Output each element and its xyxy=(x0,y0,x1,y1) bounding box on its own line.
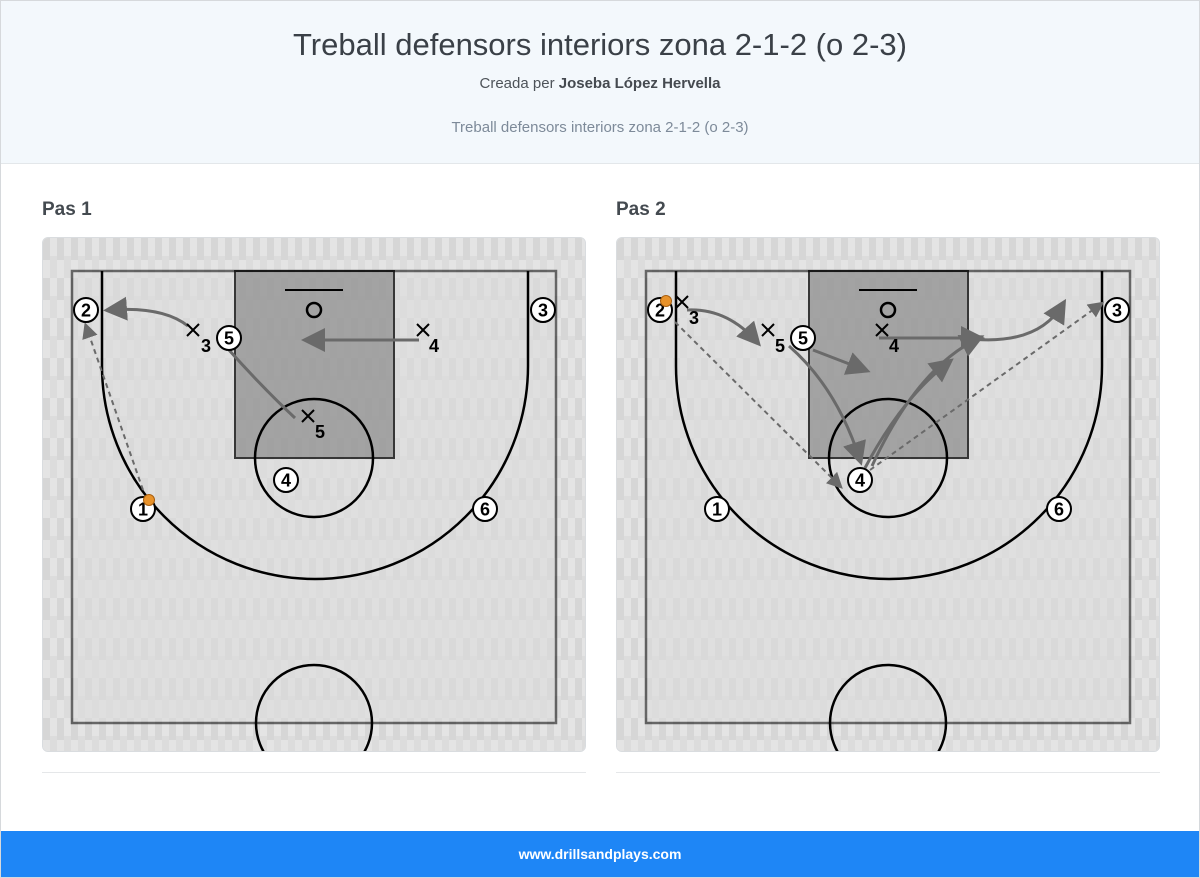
svg-text:4: 4 xyxy=(855,471,865,491)
divider xyxy=(616,772,1160,773)
svg-text:2: 2 xyxy=(655,301,665,321)
offense-player-5[interactable]: 5 xyxy=(790,325,816,351)
player-move-arrow xyxy=(870,335,985,467)
defender-x5[interactable]: 5 xyxy=(761,323,785,356)
svg-text:3: 3 xyxy=(689,308,699,328)
svg-text:4: 4 xyxy=(281,471,291,491)
defender-x3[interactable]: 3 xyxy=(675,295,699,328)
divider xyxy=(42,772,586,773)
offense-player-2[interactable]: 2 xyxy=(73,297,99,323)
defender-x3[interactable]: 3 xyxy=(186,323,211,356)
page-header: Treball defensors interiors zona 2-1-2 (… xyxy=(1,1,1199,164)
free-throw-circle xyxy=(827,397,949,519)
defender-move-arrow xyxy=(812,348,871,375)
step-1-diagram: 2 5 3 4 1 6 xyxy=(42,237,586,752)
defender-x4[interactable]: 4 xyxy=(416,323,439,356)
svg-text:3: 3 xyxy=(1112,301,1122,321)
ball-icon xyxy=(143,494,155,506)
author-name: Joseba López Hervella xyxy=(558,75,721,92)
basket-hoop xyxy=(879,301,897,319)
pass-arrow xyxy=(674,321,843,489)
pass-arrow xyxy=(82,322,144,491)
center-circle xyxy=(828,663,948,751)
defender-move-arrow xyxy=(788,344,866,466)
ball-icon xyxy=(660,295,672,307)
step-1: Pas 1 xyxy=(42,199,586,773)
page-title: Treball defensors interiors zona 2-1-2 (… xyxy=(293,27,907,62)
defender-move-line xyxy=(227,348,297,420)
svg-text:4: 4 xyxy=(889,336,899,356)
offense-player-1[interactable]: 1 xyxy=(704,496,730,522)
svg-text:6: 6 xyxy=(1054,500,1064,520)
offense-player-6[interactable]: 6 xyxy=(1046,496,1072,522)
offense-player-2[interactable]: 2 xyxy=(647,295,673,323)
svg-text:1: 1 xyxy=(712,500,722,520)
svg-text:3: 3 xyxy=(201,336,211,356)
svg-text:5: 5 xyxy=(798,329,808,349)
svg-text:3: 3 xyxy=(538,301,548,321)
offense-player-6[interactable]: 6 xyxy=(472,496,498,522)
pass-arrow xyxy=(869,301,1105,471)
footer-site-link[interactable]: www.drillsandplays.com xyxy=(1,831,1199,877)
drill-description: Treball defensors interiors zona 2-1-2 (… xyxy=(451,119,749,136)
offense-player-1[interactable]: 1 xyxy=(130,494,156,522)
basket-hoop xyxy=(305,301,323,319)
center-circle xyxy=(254,663,374,751)
offense-player-5[interactable]: 5 xyxy=(216,325,242,351)
offense-player-4[interactable]: 4 xyxy=(273,467,299,493)
offense-player-3[interactable]: 3 xyxy=(1104,297,1130,323)
svg-text:5: 5 xyxy=(224,329,234,349)
three-point-line xyxy=(674,271,1104,581)
free-throw-circle xyxy=(253,397,375,519)
defender-x4[interactable]: 4 xyxy=(875,323,899,356)
step-2-diagram: 2 5 3 4 1 6 xyxy=(616,237,1160,752)
step-1-title: Pas 1 xyxy=(42,199,92,220)
offense-player-3[interactable]: 3 xyxy=(530,297,556,323)
svg-text:5: 5 xyxy=(315,422,325,442)
svg-text:5: 5 xyxy=(775,336,785,356)
step-2-title: Pas 2 xyxy=(616,199,666,220)
svg-text:1: 1 xyxy=(138,500,148,520)
svg-text:6: 6 xyxy=(480,500,490,520)
three-point-line xyxy=(100,271,530,581)
defender-move-arrow xyxy=(103,296,189,328)
svg-text:2: 2 xyxy=(81,301,91,321)
step-2: Pas 2 xyxy=(616,199,1160,773)
defender-x5[interactable]: 5 xyxy=(301,409,325,442)
author-prefix: Creada per xyxy=(479,75,555,92)
offense-player-4[interactable]: 4 xyxy=(847,467,873,493)
defender-move-arrow xyxy=(686,308,761,347)
svg-text:4: 4 xyxy=(429,336,439,356)
author-line: Creada per Joseba López Hervella xyxy=(1,75,1199,92)
